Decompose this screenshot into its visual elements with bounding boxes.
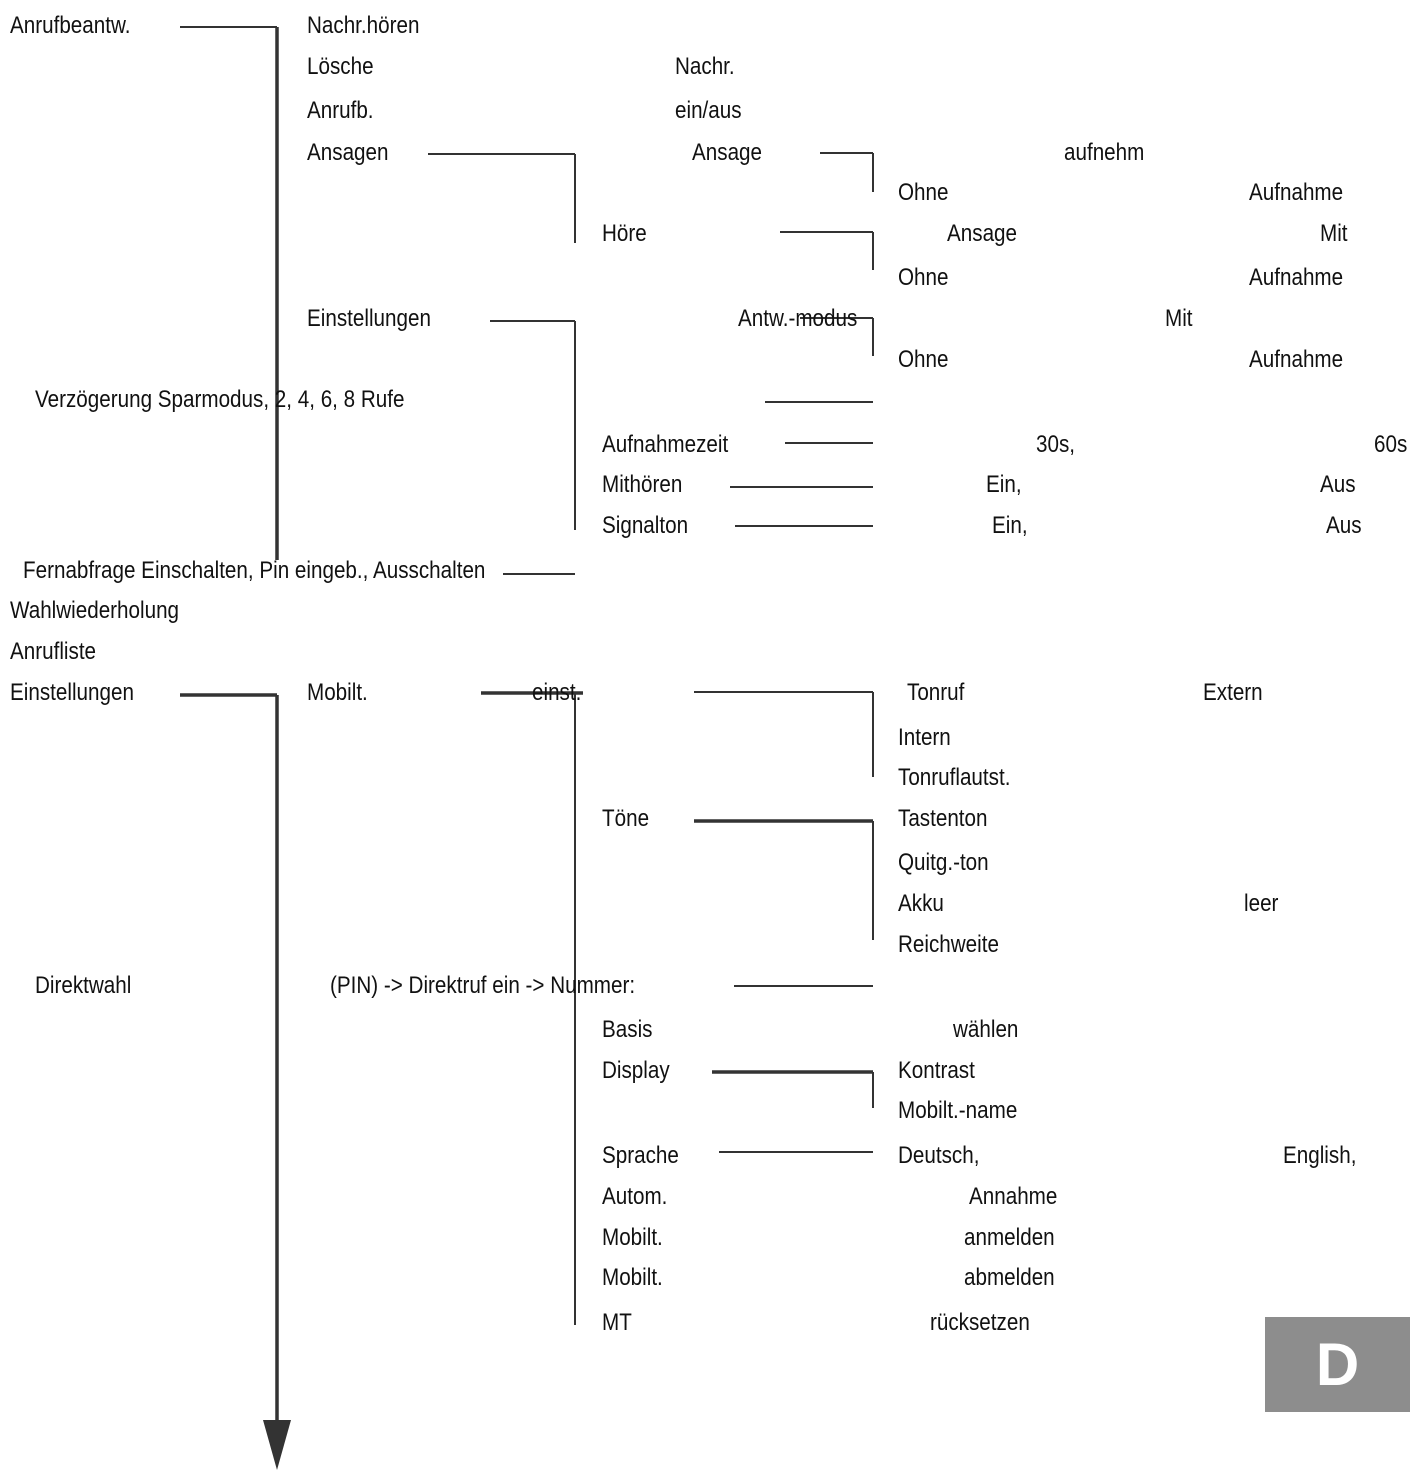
menu-label-deutsch: Deutsch, — [898, 1142, 980, 1169]
menu-label-fernabfrage: Fernabfrage Einschalten, Pin eingeb., Au… — [23, 557, 486, 584]
menu-label-aufnahme-1: Aufnahme — [1249, 179, 1344, 206]
menu-label-wahlwiederholung: Wahlwiederholung — [10, 597, 180, 624]
menu-label-tonruflautst: Tonruflautst. — [898, 764, 1011, 791]
menu-label-ohne-3: Ohne — [898, 346, 949, 373]
menu-label-ansagen: Ansagen — [307, 139, 389, 166]
menu-label-pin-direktruf: (PIN) -> Direktruf ein -> Nummer: — [330, 972, 636, 999]
menu-label-einstellungen-2: Einstellungen — [10, 679, 134, 706]
menu-label-loesche: Lösche — [307, 53, 374, 80]
menu-label-ein-1: Ein, — [986, 471, 1022, 498]
menu-label-anrufb: Anrufb. — [307, 97, 374, 124]
menu-label-anrufbeantw: Anrufbeantw. — [10, 12, 131, 39]
menu-label-abmelden: abmelden — [964, 1264, 1055, 1291]
menu-label-tonruf: Tonruf — [907, 679, 965, 706]
menu-label-annahme: Annahme — [969, 1183, 1058, 1210]
menu-label-ein-2: Ein, — [992, 512, 1028, 539]
menu-label-extern: Extern — [1203, 679, 1263, 706]
menu-label-anrufliste: Anrufliste — [10, 638, 97, 665]
menu-label-ein-aus: ein/aus — [675, 97, 742, 124]
menu-label-aufnahme-2: Aufnahme — [1249, 264, 1344, 291]
menu-label-intern: Intern — [898, 724, 951, 751]
menu-label-60s: 60s — [1374, 431, 1408, 458]
menu-label-hoere: Höre — [602, 220, 647, 247]
menu-label-einst: einst. — [532, 679, 582, 706]
menu-label-waehlen: wählen — [953, 1016, 1019, 1043]
menu-label-tastenton: Tastenton — [898, 805, 988, 832]
menu-label-quitg-ton: Quitg.-ton — [898, 849, 989, 876]
menu-label-display: Display — [602, 1057, 670, 1084]
menu-label-antw-modus: Antw.-modus — [738, 305, 858, 332]
menu-label-ohne-1: Ohne — [898, 179, 949, 206]
menu-label-anmelden: anmelden — [964, 1224, 1055, 1251]
menu-label-verzoegerung: Verzögerung Sparmodus, 2, 4, 6, 8 Rufe — [35, 386, 405, 413]
language-badge: D — [1265, 1317, 1410, 1412]
menu-label-mit-1: Mit — [1320, 220, 1348, 247]
menu-label-ansage-2: Ansage — [947, 220, 1018, 247]
menu-label-nachr-hoeren: Nachr.hören — [307, 12, 420, 39]
menu-label-mobilt-name: Mobilt.-name — [898, 1097, 1018, 1124]
menu-label-ruecksetzen: rücksetzen — [930, 1309, 1030, 1336]
menu-label-mobilt-3: Mobilt. — [602, 1264, 663, 1291]
menu-label-mithoeren: Mithören — [602, 471, 683, 498]
menu-label-aufnehm: aufnehm — [1064, 139, 1145, 166]
menu-label-mt: MT — [602, 1309, 632, 1336]
menu-label-toene: Töne — [602, 805, 650, 832]
menu-label-ansage-1: Ansage — [692, 139, 763, 166]
badge-letter: D — [1315, 1331, 1360, 1398]
menu-label-mit-2: Mit — [1165, 305, 1193, 332]
menu-label-autom: Autom. — [602, 1183, 668, 1210]
menu-label-aus-2: Aus — [1326, 512, 1362, 539]
menu-label-mobilt-2: Mobilt. — [602, 1224, 663, 1251]
arrow-down-icon — [263, 1420, 291, 1470]
menu-label-leer: leer — [1244, 890, 1279, 917]
menu-label-mobilt: Mobilt. — [307, 679, 368, 706]
menu-label-signalton: Signalton — [602, 512, 689, 539]
menu-label-sprache: Sprache — [602, 1142, 679, 1169]
menu-label-english: English, — [1283, 1142, 1357, 1169]
menu-label-30s: 30s, — [1036, 431, 1076, 458]
menu-label-ohne-2: Ohne — [898, 264, 949, 291]
menu-label-nachr: Nachr. — [675, 53, 735, 80]
menu-label-einstellungen-1: Einstellungen — [307, 305, 431, 332]
menu-label-akku: Akku — [898, 890, 944, 917]
menu-label-aus-1: Aus — [1320, 471, 1356, 498]
menu-label-basis: Basis — [602, 1016, 653, 1043]
menu-label-reichweite: Reichweite — [898, 931, 999, 958]
menu-label-kontrast: Kontrast — [898, 1057, 975, 1084]
menu-label-aufnahme-3: Aufnahme — [1249, 346, 1344, 373]
menu-label-aufnahmezeit: Aufnahmezeit — [602, 431, 729, 458]
menu-label-direktwahl: Direktwahl — [35, 972, 132, 999]
